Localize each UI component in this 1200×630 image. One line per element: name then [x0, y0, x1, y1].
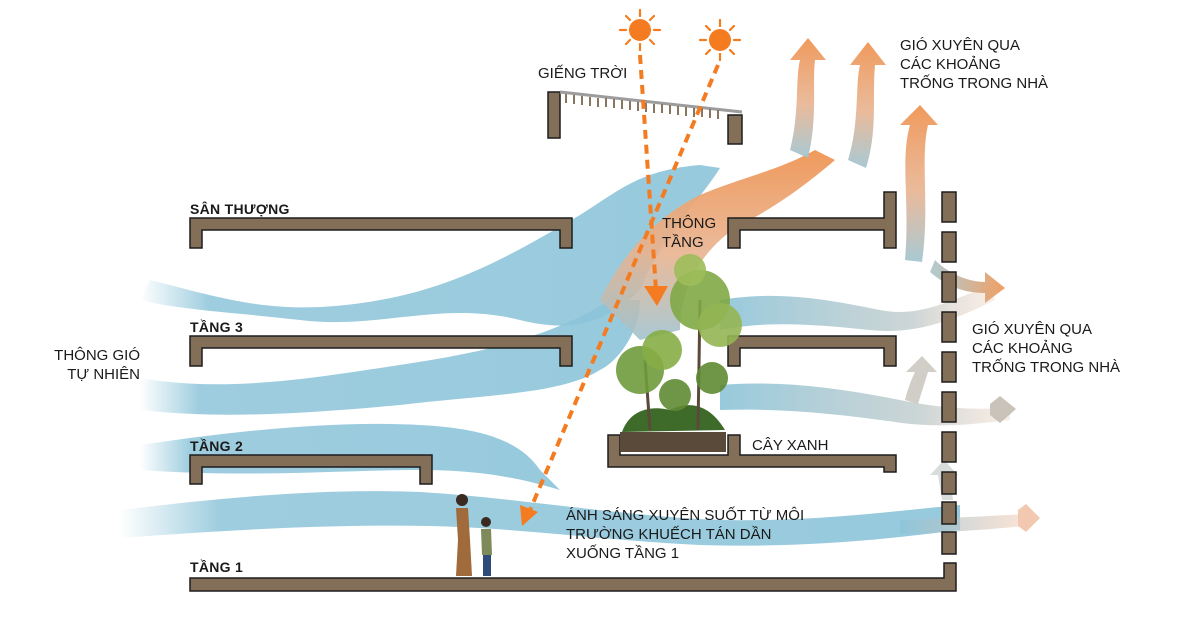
louver: [941, 431, 957, 463]
wind-arrow-right-2: [990, 396, 1016, 423]
sun-icon: [618, 8, 662, 52]
louver: [941, 531, 957, 555]
skylight-label: GIẾNG TRỜI: [538, 65, 628, 82]
wind-stream-floor3: [140, 300, 640, 415]
floor3-slab-left: [189, 335, 573, 367]
skylight-glass: [559, 90, 743, 119]
floor3-label: TẦNG 3: [190, 319, 244, 335]
wind-stream-right-2: [720, 383, 1010, 426]
wind-arrow-up-3: [900, 105, 938, 262]
people-figure: [456, 494, 492, 576]
sun-icon: [698, 18, 742, 62]
louver: [941, 471, 957, 495]
light-ray-arrowhead: [520, 505, 538, 526]
wind-arrow-up-1: [790, 38, 826, 158]
light-ray-void: [638, 54, 658, 291]
skylight-frame-left: [547, 91, 561, 139]
floor2-label: TẦNG 2: [190, 438, 244, 454]
trees-label: CÂY XANH: [752, 437, 829, 454]
floor1-slab: [189, 562, 957, 592]
wind-arrow-up-4: [905, 356, 937, 404]
wind-stream-right-1: [900, 514, 1025, 534]
wind-stream-floor1: [120, 491, 960, 546]
light-rays: [526, 54, 720, 516]
floor1-label: TẦNG 1: [190, 559, 244, 575]
louver: [941, 231, 957, 263]
louver: [941, 501, 957, 525]
light-ray-arrowhead: [644, 286, 668, 306]
wind-arrow-right-1: [930, 260, 1005, 303]
skylight-frame-right: [727, 114, 743, 145]
wind-stream-upper: [140, 165, 720, 326]
rooftop-slab-right: [727, 191, 897, 249]
light-ray-diffuse: [526, 64, 720, 516]
wind-arrow-up-2: [848, 42, 886, 168]
floor2-slab-left: [189, 454, 433, 485]
tree-icon: [616, 254, 742, 452]
louver: [941, 191, 957, 223]
building-section: [189, 91, 957, 592]
wind-arrow-right-3: [1018, 504, 1040, 532]
floor2-planter: [607, 434, 897, 473]
louver: [941, 391, 957, 423]
rooftop-slab-left: [189, 217, 573, 249]
floor3-slab-right: [727, 335, 897, 367]
louver: [941, 271, 957, 303]
facade-louvers: [941, 191, 957, 555]
wind-stream-right-3: [720, 286, 995, 331]
rooftop-label: SÂN THƯỢNG: [190, 201, 290, 217]
louver: [941, 351, 957, 383]
louver: [941, 311, 957, 343]
wind-up-arrows: [790, 38, 1040, 532]
